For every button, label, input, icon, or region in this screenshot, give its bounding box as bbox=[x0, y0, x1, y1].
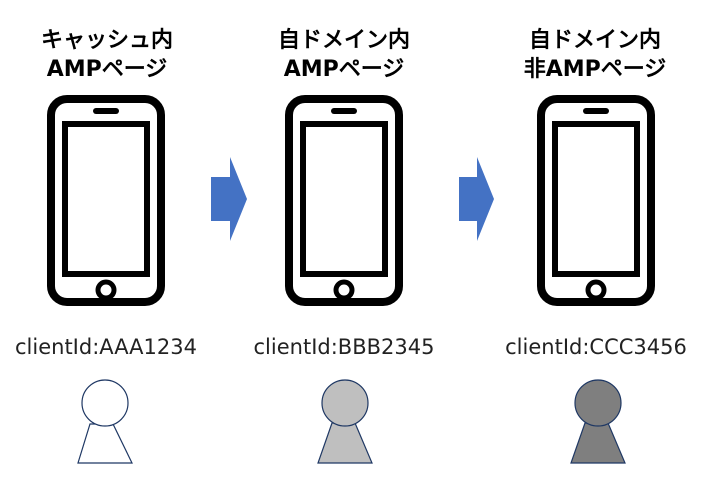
right-arrow-icon-2 bbox=[459, 157, 494, 241]
column-3-client-id: clientId:CCC3456 bbox=[505, 335, 687, 359]
person-icon-2 bbox=[317, 379, 373, 464]
smartphone-icon-2 bbox=[289, 99, 399, 302]
column-2-title-line-1: 自ドメイン内 bbox=[277, 28, 410, 53]
person-icon-3 bbox=[570, 379, 626, 464]
column-3-title: 自ドメイン内 非AMPページ bbox=[485, 26, 705, 84]
column-1-title-line-2: AMPページ bbox=[46, 57, 168, 82]
smartphone-icon-1 bbox=[51, 99, 161, 302]
column-3-title-line-1: 自ドメイン内 bbox=[528, 28, 661, 53]
column-2-title-line-2: AMPページ bbox=[283, 57, 405, 82]
person-icon-1 bbox=[77, 379, 133, 464]
smartphone-icon-3 bbox=[541, 99, 651, 302]
right-arrow-icon-1 bbox=[211, 157, 247, 241]
column-1-client-id: clientId:AAA1234 bbox=[15, 335, 197, 359]
column-1-title-line-1: キャッシュ内 bbox=[40, 28, 173, 53]
column-2-client-id: clientId:BBB2345 bbox=[253, 335, 435, 359]
column-1-title: キャッシュ内 AMPページ bbox=[0, 26, 217, 84]
column-2-title: 自ドメイン内 AMPページ bbox=[234, 26, 454, 84]
column-3-title-line-2: 非AMPページ bbox=[523, 57, 667, 82]
